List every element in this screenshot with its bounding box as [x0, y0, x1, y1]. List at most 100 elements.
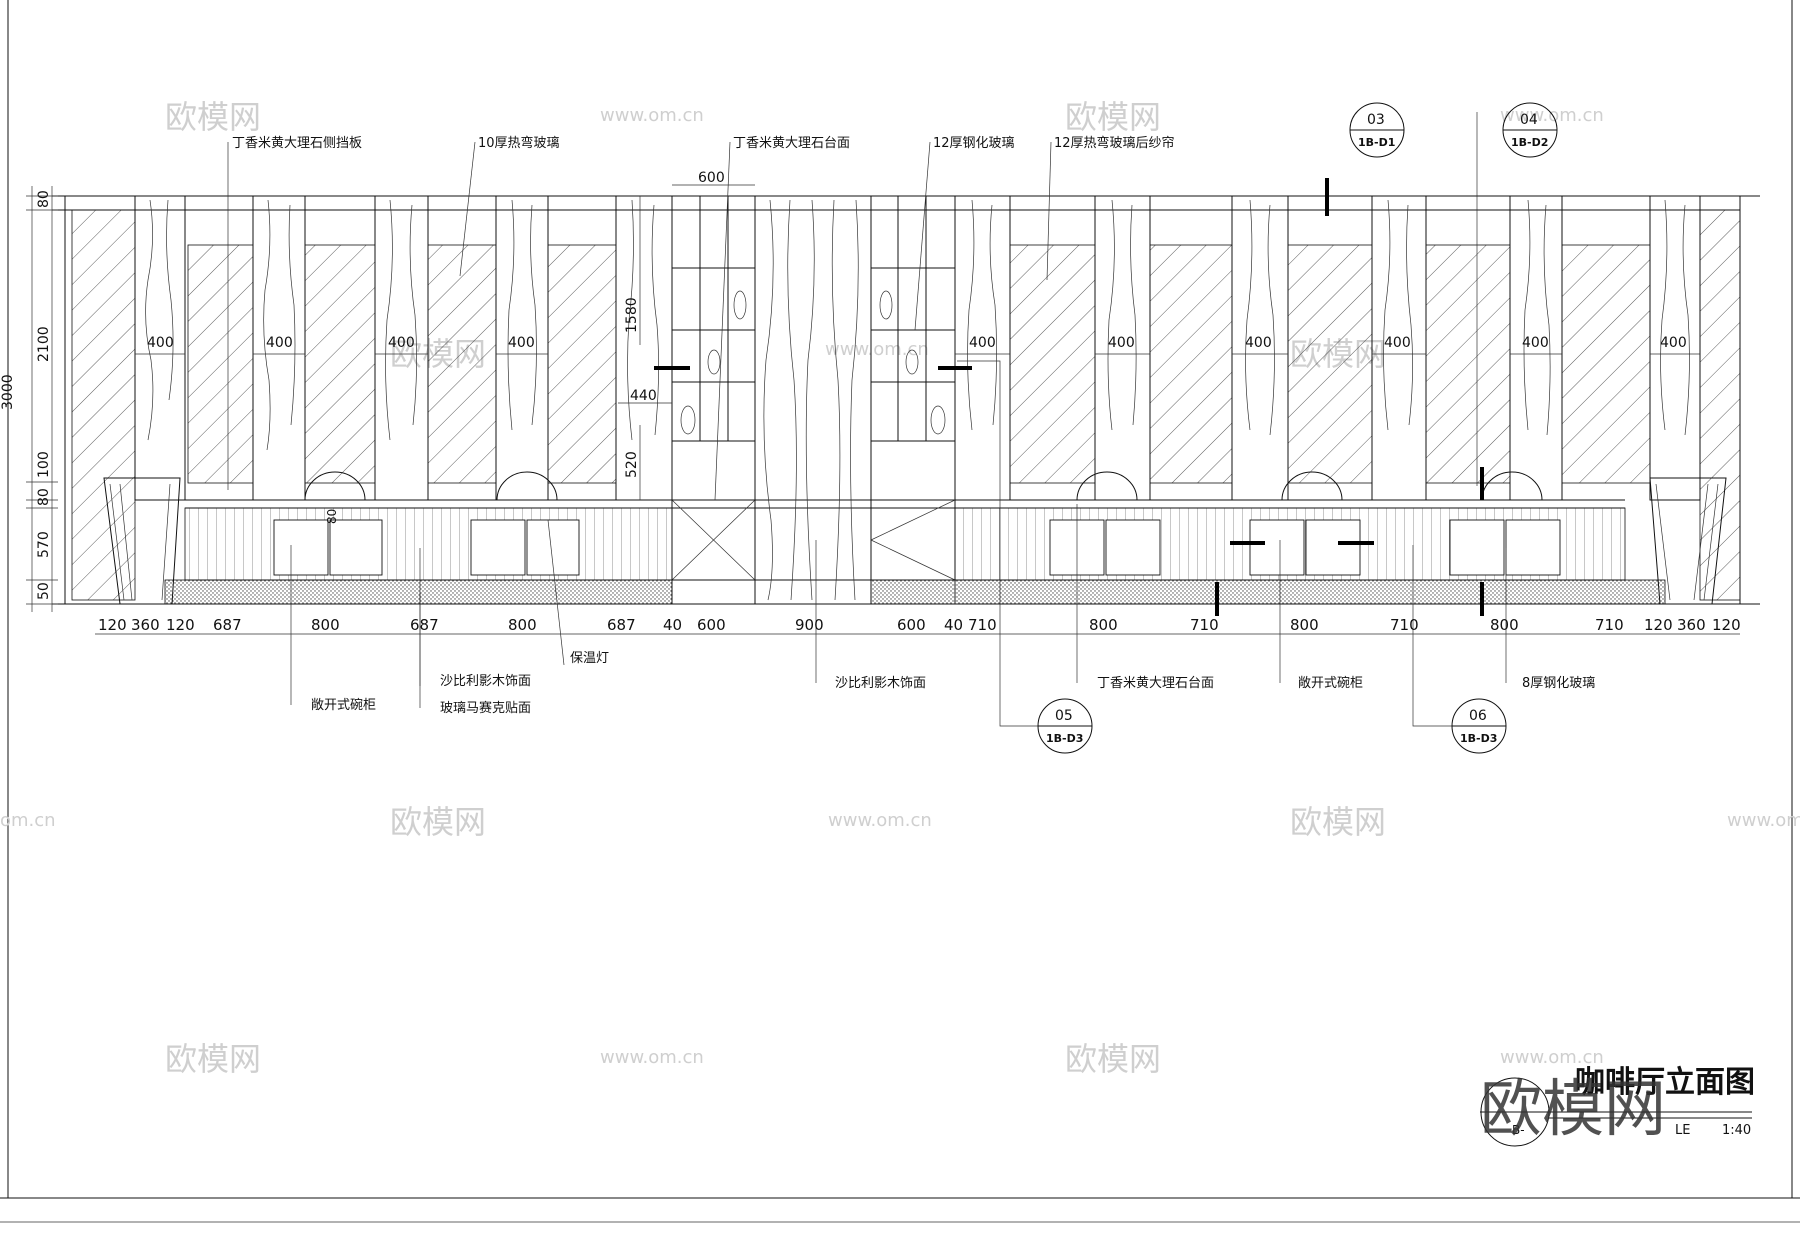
- dim-label: 710: [968, 616, 997, 634]
- dim-label: 400: [1522, 335, 1549, 351]
- dim-label: 400: [1108, 335, 1135, 351]
- section-marker-06: 06 1B-D3: [1451, 698, 1507, 754]
- shelf-units: [671, 195, 956, 605]
- dim-label: 400: [1660, 335, 1687, 351]
- dim-label: 600: [697, 616, 726, 634]
- dim-label: 360: [131, 616, 160, 634]
- scale-label-partial: LE: [1675, 1123, 1690, 1138]
- callout-label: 丁香米黄大理石台面: [733, 136, 850, 151]
- callout-label: 玻璃马赛克贴面: [440, 700, 531, 716]
- dim-label: 900: [795, 616, 824, 634]
- dim-label: 3000: [0, 374, 16, 410]
- watermark: www.om.cn: [825, 339, 929, 360]
- callout-label: 丁香米黄大理石台面: [1097, 676, 1214, 691]
- drawing-title: 咖啡厅立面图: [1575, 1065, 1755, 1100]
- callout-label: 保温灯: [570, 651, 609, 666]
- dim-label: 687: [213, 616, 242, 634]
- dim-label: 100: [36, 451, 52, 478]
- dim-label: 80: [36, 190, 52, 208]
- dim-label: 80: [325, 509, 339, 524]
- watermark: www.om.cn: [828, 810, 932, 831]
- watermark-logo: 欧模网: [1480, 1072, 1666, 1145]
- watermark: 欧模网: [1290, 803, 1386, 841]
- marker-number: 05: [1055, 708, 1073, 724]
- planter-columns: [103, 477, 1727, 605]
- dim-label: 570: [36, 531, 52, 558]
- callout-label: 10厚热弯玻璃: [478, 135, 560, 151]
- section-marker-05: 05 1B-D3: [1037, 698, 1093, 754]
- dim-label: 400: [969, 335, 996, 351]
- dim-label: 800: [1089, 616, 1118, 634]
- title-block: B- 咖啡厅立面图 LE 1:40 欧模网: [1480, 1065, 1755, 1147]
- scale-value: 1:40: [1722, 1123, 1751, 1138]
- watermark: om.cn: [0, 810, 56, 831]
- dim-label: 120: [98, 616, 127, 634]
- sheet-frame: [0, 0, 1800, 1223]
- bottom-dimension-chain: 120 360 120 687 800 687 800 687 40 600 9…: [95, 616, 1741, 635]
- callout-label: 敞开式碗柜: [1298, 675, 1363, 691]
- dim-label: 520: [624, 451, 640, 478]
- dim-label: 80: [36, 488, 52, 506]
- left-vertical-dimensions: 80 2100 100 80 570 50 3000: [0, 186, 58, 612]
- title-ref-partial: B-: [1512, 1123, 1525, 1137]
- dim-label: 710: [1390, 616, 1419, 634]
- callout-label: 沙比利影木饰面: [835, 676, 926, 691]
- dim-label: 360: [1677, 616, 1706, 634]
- watermark: 欧模网: [1065, 1040, 1161, 1078]
- dim-label: 40: [944, 616, 963, 634]
- marker-number: 03: [1367, 112, 1385, 128]
- dim-label: 600: [897, 616, 926, 634]
- dim-label: 687: [607, 616, 636, 634]
- dim-label: 2100: [36, 326, 52, 362]
- glass-panels: [187, 244, 1651, 484]
- callout-label: 12厚热弯玻璃后纱帘: [1054, 135, 1175, 151]
- dim-label: 400: [1384, 335, 1411, 351]
- dim-label: 600: [698, 170, 725, 186]
- callout-label: 敞开式碗柜: [311, 697, 376, 713]
- callout-label: 丁香米黄大理石侧挡板: [232, 136, 362, 151]
- lower-counter: [164, 471, 1666, 605]
- watermark: 欧模网: [390, 803, 486, 841]
- watermark: www.om.cn: [1727, 810, 1800, 831]
- marker-ref: 1B-D2: [1511, 136, 1548, 149]
- marker-number: 06: [1469, 708, 1487, 724]
- dim-label: 687: [410, 616, 439, 634]
- watermark: 欧模网: [1065, 98, 1161, 136]
- dim-label: 400: [1245, 335, 1272, 351]
- dim-label: 400: [147, 335, 174, 351]
- callout-label: 8厚钢化玻璃: [1522, 676, 1595, 691]
- marker-ref: 1B-D3: [1460, 732, 1497, 745]
- dim-label: 440: [630, 388, 657, 404]
- dim-label: 400: [508, 335, 535, 351]
- section-marker-03: 03 1B-D1: [1349, 102, 1405, 158]
- section-marker-04: 04 1B-D2: [1502, 102, 1558, 158]
- dim-label: 400: [388, 335, 415, 351]
- callout-label: 沙比利影木饰面: [440, 674, 531, 689]
- watermark: 欧模网: [165, 98, 261, 136]
- callout-labels: 丁香米黄大理石侧挡板 10厚热弯玻璃 丁香米黄大理石台面 12厚钢化玻璃 12厚…: [232, 135, 1595, 716]
- upper-dimensions: 600 400 400 400 400 400 400 400 400 400 …: [135, 170, 1700, 524]
- dim-label: 800: [311, 616, 340, 634]
- dim-label: 400: [266, 335, 293, 351]
- dim-label: 120: [166, 616, 195, 634]
- watermark: www.om.cn: [1500, 105, 1604, 126]
- dim-label: 710: [1595, 616, 1624, 634]
- dim-label: 1580: [624, 297, 640, 333]
- central-wood-panel: [754, 195, 872, 605]
- marker-ref: 1B-D1: [1358, 136, 1395, 149]
- dim-label: 40: [663, 616, 682, 634]
- watermark: 欧模网: [165, 1040, 261, 1078]
- marker-ref: 1B-D3: [1046, 732, 1083, 745]
- callout-label: 12厚钢化玻璃: [933, 136, 1015, 151]
- dim-label: 50: [36, 582, 52, 600]
- marker-number: 04: [1520, 112, 1538, 128]
- watermark: www.om.cn: [600, 1047, 704, 1068]
- dim-label: 120: [1644, 616, 1673, 634]
- section-cut-marks: [654, 178, 1484, 616]
- dim-label: 800: [508, 616, 537, 634]
- dim-label: 710: [1190, 616, 1219, 634]
- watermark: www.om.cn: [600, 105, 704, 126]
- watermark: www.om.cn: [1500, 1047, 1604, 1068]
- dim-label: 800: [1490, 616, 1519, 634]
